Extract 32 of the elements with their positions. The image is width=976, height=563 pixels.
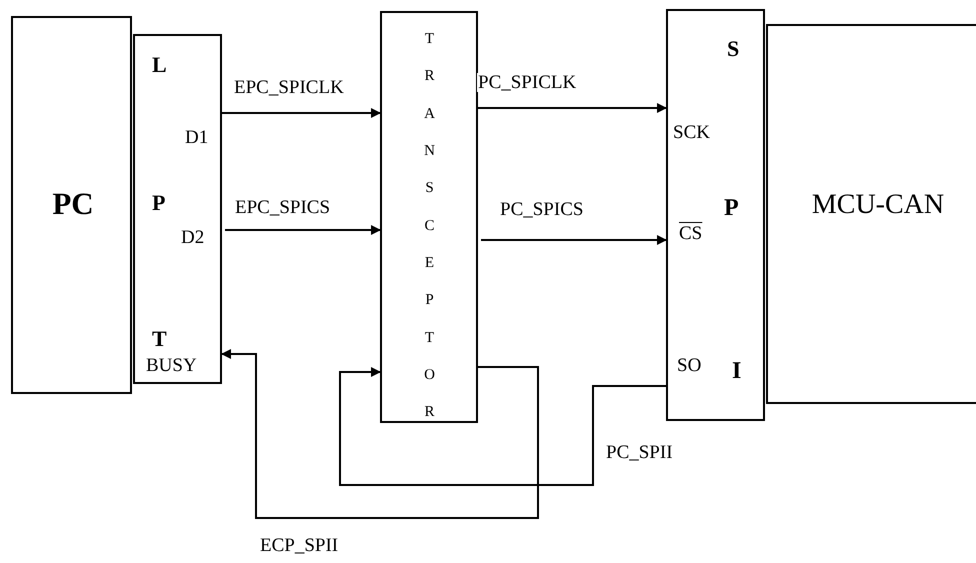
edge-label: PC_SPICLK xyxy=(477,73,578,92)
edge-label: PC_SPICS xyxy=(499,200,584,219)
interface-letter: S xyxy=(727,38,740,60)
interface-letter: I xyxy=(732,359,742,383)
controller-label: MCU-CAN xyxy=(810,191,946,219)
port-letter: L xyxy=(152,54,167,76)
device-box xyxy=(11,16,132,394)
edge-label: ECP_SPII xyxy=(259,536,340,555)
device-label: PC xyxy=(51,188,95,219)
edge-label: EPC_SPICLK xyxy=(233,78,345,97)
port-letter: P xyxy=(152,192,166,214)
arrow xyxy=(222,108,381,118)
vertical-label: TRANSCEPTOR xyxy=(423,30,436,422)
interface-box xyxy=(666,9,765,421)
pin-label: D1 xyxy=(185,128,208,147)
pin-label: BUSY xyxy=(146,356,197,375)
pin-label: CS xyxy=(679,224,702,243)
controller-box xyxy=(766,24,976,404)
pin-label: D2 xyxy=(181,228,204,247)
arrow xyxy=(481,235,667,245)
interface-letter: P xyxy=(724,196,739,220)
transceiver-box xyxy=(380,11,478,423)
arrow xyxy=(339,367,666,486)
pin-label: SCK xyxy=(673,123,710,142)
port-letter: T xyxy=(152,328,167,350)
arrow xyxy=(225,225,381,235)
port-box xyxy=(133,34,222,384)
edge-label: PC_SPII xyxy=(605,443,674,462)
arrow xyxy=(478,103,667,113)
edge-label: EPC_SPICS xyxy=(234,198,332,217)
arrow xyxy=(221,349,539,519)
pin-label: SO xyxy=(677,356,702,375)
